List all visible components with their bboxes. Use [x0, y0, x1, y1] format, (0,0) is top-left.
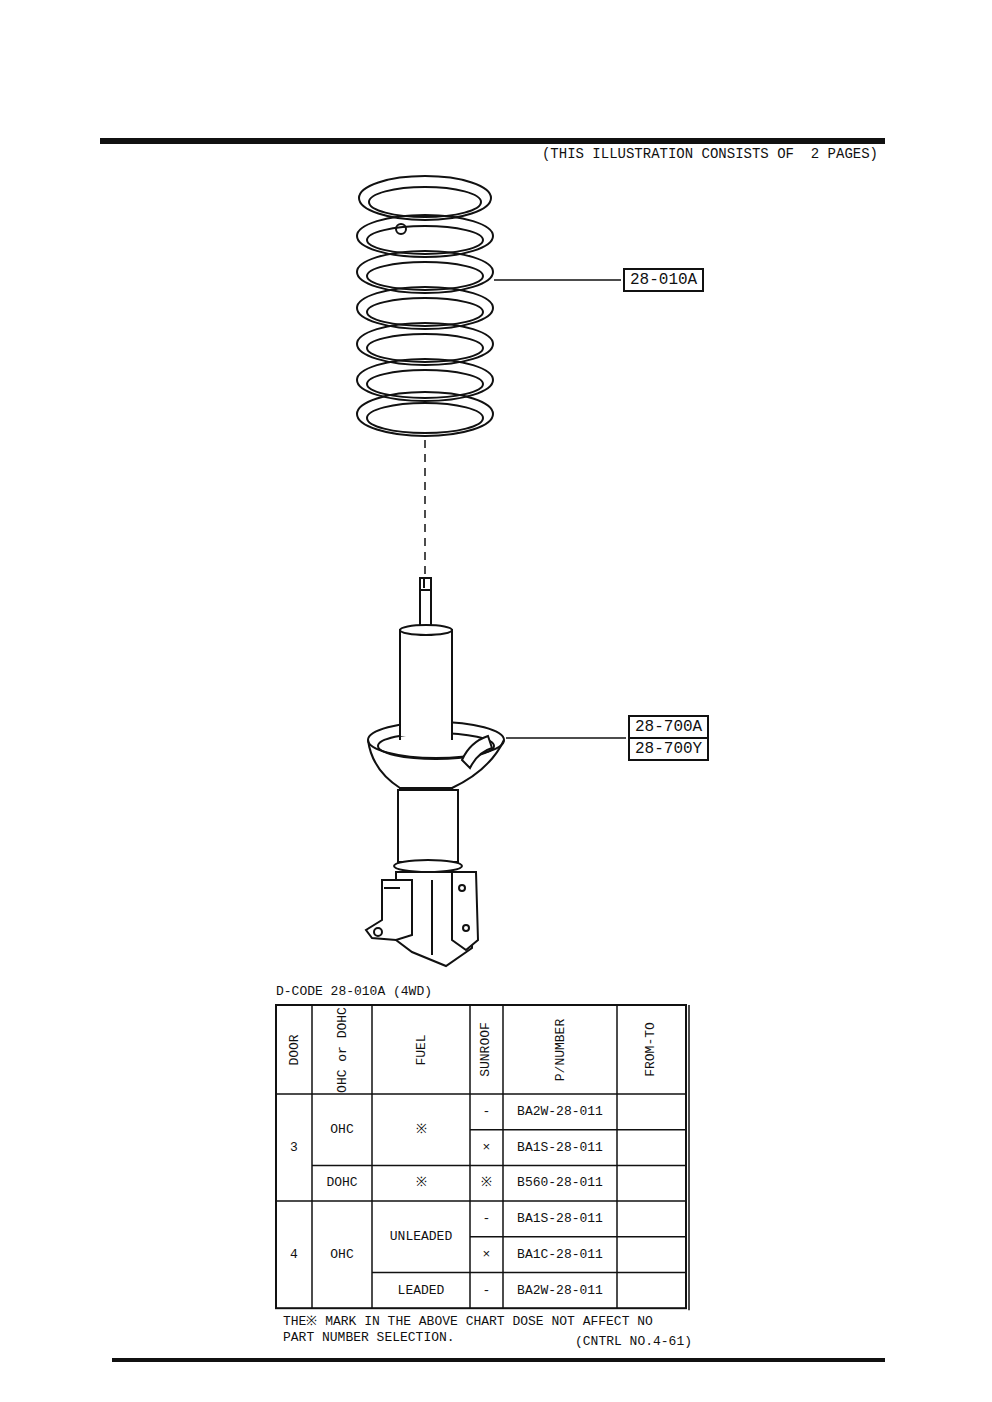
- table-cell: ※: [372, 1094, 470, 1165]
- table-cell: -: [470, 1201, 503, 1237]
- page-rules: [100, 138, 885, 1362]
- column-header: FROM-TO: [617, 1005, 686, 1094]
- table-cell: DOHC: [312, 1165, 372, 1201]
- grid-line: [502, 1005, 504, 1308]
- coil-spring: [357, 176, 493, 436]
- table-cell: -: [470, 1273, 503, 1309]
- center-line: [424, 440, 426, 575]
- grid-line: [276, 1093, 686, 1095]
- column-header: FUEL: [372, 1005, 470, 1094]
- grid-line: [311, 1005, 313, 1308]
- grid-line: [372, 1272, 686, 1274]
- grid-line: [616, 1005, 618, 1308]
- grid-line: [276, 1200, 686, 1202]
- table-cell: ※: [372, 1165, 470, 1201]
- strut-assembly: [366, 578, 504, 966]
- part-code: 28-700A: [630, 717, 707, 739]
- leader-lines: [494, 280, 626, 738]
- grid-line: [371, 1005, 373, 1308]
- page-note: (THIS ILLUSTRATION CONSISTS OF 2 PAGES): [542, 146, 878, 163]
- table-cell: BA2W-28-011: [503, 1094, 617, 1130]
- callout-box: 28-700A28-700Y: [628, 715, 709, 762]
- table-cell: ×: [470, 1237, 503, 1273]
- table-cell: OHC: [312, 1094, 372, 1165]
- table-cell: 4: [276, 1201, 312, 1308]
- grid-line: [470, 1129, 686, 1131]
- table-cell: B560-28-011: [503, 1165, 617, 1201]
- table-cell: -: [470, 1094, 503, 1130]
- column-header: DOOR: [276, 1005, 312, 1094]
- column-header: SUNROOF: [470, 1005, 503, 1094]
- table-cell: 3: [276, 1094, 312, 1201]
- table-cell: ※: [470, 1165, 503, 1201]
- table-cell: OHC: [312, 1201, 372, 1308]
- callout-box: 28-010A: [623, 268, 704, 292]
- table-grid: [276, 1005, 689, 1310]
- control-number: (CNTRL NO.4-61): [575, 1334, 692, 1350]
- table-cell: BA1S-28-011: [503, 1201, 617, 1237]
- column-header: P/NUMBER: [503, 1005, 617, 1094]
- table-cell: ×: [470, 1130, 503, 1166]
- grid-line: [469, 1005, 471, 1308]
- column-header: OHC or DOHC: [312, 1005, 372, 1094]
- table-cell: UNLEADED: [372, 1201, 470, 1272]
- table-cell: BA1C-28-011: [503, 1237, 617, 1273]
- grid-line: [470, 1236, 686, 1238]
- table-title: D-CODE 28-010A (4WD): [276, 984, 432, 1000]
- table-cell: BA2W-28-011: [503, 1273, 617, 1309]
- grid-line: [312, 1165, 686, 1167]
- part-code: 28-010A: [625, 270, 702, 290]
- table-cell: LEADED: [372, 1273, 470, 1309]
- table-cell: BA1S-28-011: [503, 1130, 617, 1166]
- part-code: 28-700Y: [630, 739, 707, 759]
